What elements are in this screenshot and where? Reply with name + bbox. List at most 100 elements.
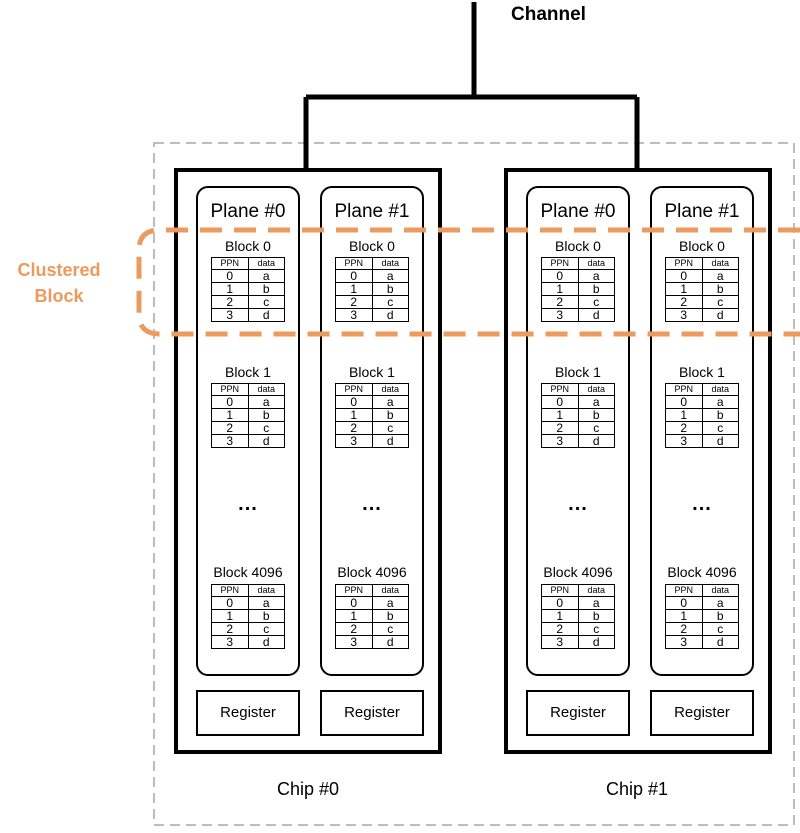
cluster-label-line1: Clustered (17, 260, 101, 280)
ppn-cell: 3 (665, 635, 703, 649)
ppn-cell: 2 (335, 622, 373, 636)
data-cell: b (577, 282, 615, 296)
ppn-cell: 3 (211, 434, 249, 448)
header-ppn: PPN (665, 584, 703, 597)
block-label: Block 0 (555, 238, 601, 254)
header-data: data (371, 584, 409, 597)
header-data: data (577, 257, 615, 270)
data-cell: b (577, 609, 615, 623)
header-ppn: PPN (665, 257, 703, 270)
header-data: data (577, 584, 615, 597)
ppn-cell: 1 (541, 609, 579, 623)
outer-dashed-boundary (153, 142, 795, 826)
data-cell: b (371, 408, 409, 422)
ppn-cell: 0 (665, 596, 703, 610)
header-data: data (577, 383, 615, 396)
ppn-cell: 2 (211, 622, 249, 636)
data-cell: d (371, 308, 409, 322)
ppn-cell: 2 (335, 295, 373, 309)
data-cell: b (247, 408, 285, 422)
ppn-cell: 3 (335, 308, 373, 322)
ppn-cell: 3 (541, 635, 579, 649)
data-cell: c (371, 622, 409, 636)
header-data: data (247, 257, 285, 270)
data-cell: c (371, 421, 409, 435)
data-cell: b (371, 609, 409, 623)
header-ppn: PPN (335, 383, 373, 396)
data-cell: a (701, 596, 739, 610)
data-cell: a (701, 395, 739, 409)
header-ppn: PPN (335, 257, 373, 270)
header-data: data (371, 257, 409, 270)
data-cell: c (371, 295, 409, 309)
ppn-cell: 2 (541, 421, 579, 435)
ppn-cell: 0 (211, 596, 249, 610)
plane-title: Plane #1 (334, 201, 410, 222)
ppn-cell: 3 (665, 308, 703, 322)
chip-label-1: Chip #1 (605, 779, 669, 799)
register-0: Register (196, 690, 300, 736)
data-cell: c (701, 295, 739, 309)
block-label: Block 1 (225, 364, 271, 380)
data-cell: c (577, 622, 615, 636)
data-cell: a (577, 395, 615, 409)
header-ppn: PPN (211, 584, 249, 597)
block-label: Block 4096 (337, 564, 407, 580)
ppn-cell: 1 (335, 609, 373, 623)
data-cell: c (577, 421, 615, 435)
header-ppn: PPN (541, 584, 579, 597)
data-cell: b (247, 609, 285, 623)
header-data: data (701, 584, 739, 597)
block-label: Block 4096 (213, 564, 283, 580)
data-cell: d (577, 434, 615, 448)
ppn-cell: 3 (335, 434, 373, 448)
data-cell: c (247, 421, 285, 435)
data-cell: a (577, 269, 615, 283)
ellipsis: ... (568, 493, 588, 515)
block-label: Block 0 (679, 238, 725, 254)
plane-title: Plane #0 (540, 201, 616, 222)
ppn-cell: 0 (665, 395, 703, 409)
data-cell: d (701, 434, 739, 448)
header-data: data (247, 383, 285, 396)
data-cell: d (577, 635, 615, 649)
ppn-cell: 0 (541, 596, 579, 610)
data-cell: c (247, 295, 285, 309)
ppn-cell: 2 (665, 622, 703, 636)
block-label: Block 0 (225, 238, 271, 254)
